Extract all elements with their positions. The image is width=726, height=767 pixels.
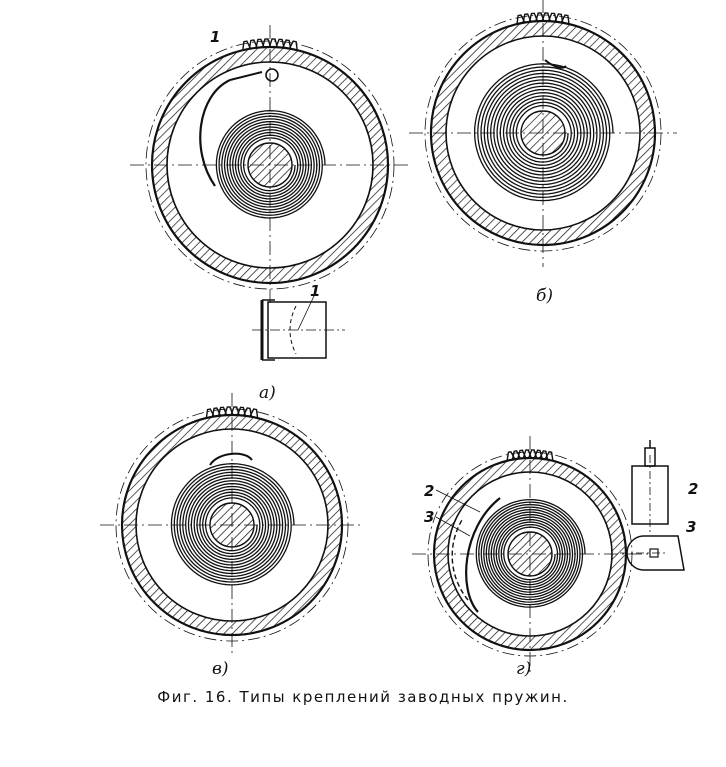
panel-g-spring-barrel — [412, 436, 648, 672]
panel-g-callout-2: 2 — [424, 482, 434, 500]
gear-tooth — [262, 38, 272, 48]
gear-tooth — [535, 12, 545, 22]
gear-tooth — [248, 39, 259, 49]
panel-v-label: в) — [212, 659, 229, 679]
gear-tooth — [242, 40, 252, 50]
gear-tooth — [236, 406, 246, 416]
gear-tooth — [516, 14, 526, 24]
gear-tooth — [255, 38, 265, 48]
panel-a-callout-1: 1 — [210, 28, 220, 46]
gear-tooth — [211, 407, 222, 417]
figure-caption: Фиг. 16. Типы креплений заводных пружин. — [157, 688, 569, 706]
panel-g-callout-3: 3 — [424, 508, 434, 526]
spring-outer-end — [199, 79, 231, 187]
gear-tooth — [288, 40, 298, 50]
gear-tooth — [205, 408, 216, 418]
panel-v-spring-barrel — [100, 393, 364, 657]
spring-hook — [209, 452, 253, 466]
gear-tooth — [268, 38, 278, 48]
gear-tooth — [218, 406, 228, 416]
panel-g-detail-callout-2: 2 — [688, 480, 698, 498]
gear-tooth — [560, 14, 570, 24]
gear-tooth — [242, 407, 253, 417]
gear-tooth — [522, 13, 532, 23]
gear-tooth — [224, 406, 234, 416]
panel-a-label: а) — [259, 383, 276, 403]
gear-tooth — [547, 12, 558, 22]
gear-tooth — [275, 38, 285, 48]
panel-g-detail-callout-3: 3 — [686, 518, 696, 536]
panel-a-detail-view — [252, 295, 345, 361]
panel-g-detail-part-2 — [631, 440, 669, 532]
spring-hook — [229, 71, 263, 81]
panel-a-spring-barrel — [130, 25, 410, 305]
spring-outer-end — [465, 497, 501, 613]
panel-g-label: г) — [516, 659, 531, 679]
panel-a-detail-callout-1: 1 — [310, 282, 320, 300]
panel-b-label: б) — [536, 286, 553, 306]
barrel-outer-edge — [432, 456, 628, 652]
spring-hook — [544, 59, 567, 69]
gear-tooth — [230, 406, 240, 416]
gear-tooth — [544, 450, 554, 461]
gear-tooth — [281, 39, 292, 49]
gear-tooth — [554, 13, 564, 23]
panel-b-spring-barrel — [409, 0, 677, 267]
panel-g-detail-part-3 — [620, 535, 685, 571]
bridle-pin — [265, 68, 279, 82]
gear-tooth — [541, 12, 551, 22]
spring-coil — [170, 463, 295, 586]
gear-tooth — [528, 12, 539, 22]
gear-tooth — [248, 408, 259, 418]
